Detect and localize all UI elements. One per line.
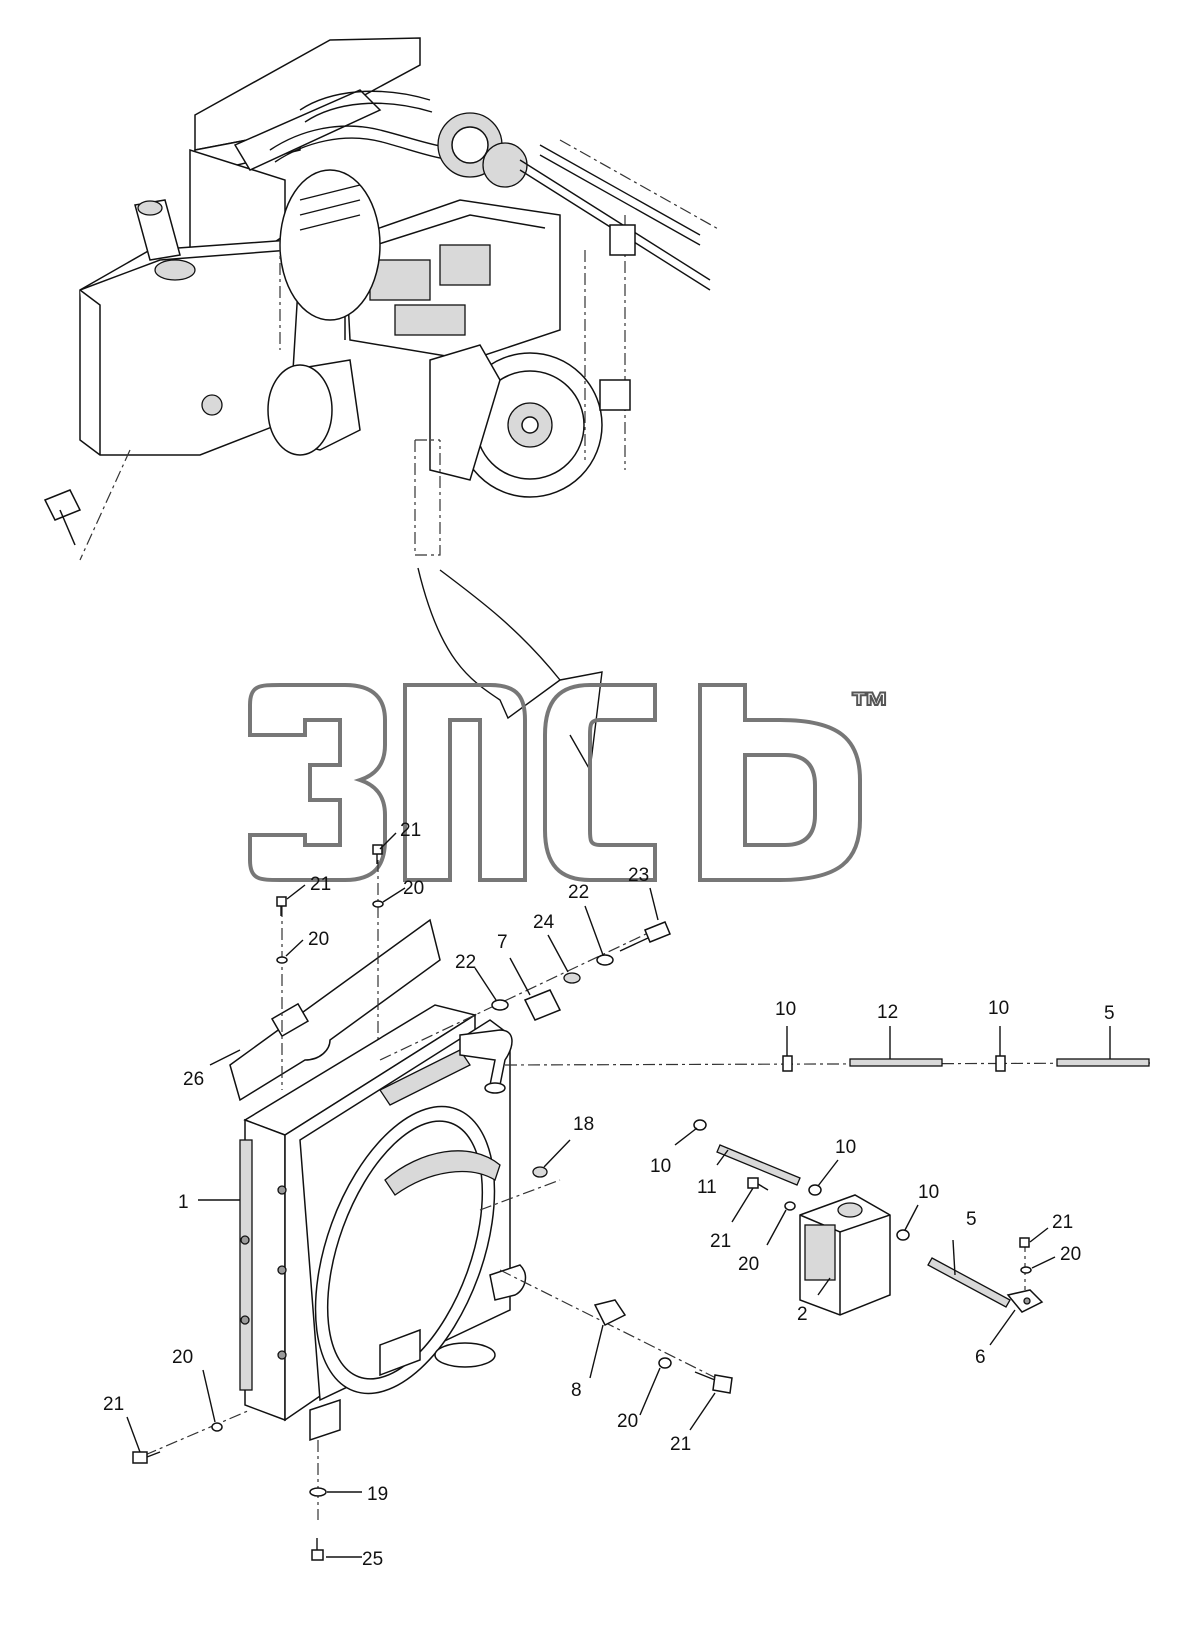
bolt-21-d <box>694 1371 733 1394</box>
engine-assembly-overview <box>43 37 721 561</box>
callout-22: 22 <box>568 882 589 903</box>
callout-2: 2 <box>797 1304 808 1325</box>
callout-21: 21 <box>670 1434 691 1455</box>
callout-20: 20 <box>738 1254 759 1275</box>
callout-10: 10 <box>918 1182 939 1203</box>
nut-18 <box>532 1166 548 1178</box>
washer-20-d <box>658 1357 672 1369</box>
bolt-21-f <box>1019 1237 1030 1248</box>
washer-20-f <box>1020 1266 1032 1274</box>
bolt-21-b <box>372 844 383 864</box>
hose-11 <box>716 1144 801 1186</box>
heat-shield-26 <box>229 860 441 1102</box>
bolt-21-a <box>276 896 287 916</box>
callout-21: 21 <box>710 1231 731 1252</box>
callout-18: 18 <box>573 1114 594 1135</box>
washer-20-b <box>372 900 384 908</box>
zoom-arrow <box>417 567 603 773</box>
callout-20: 20 <box>172 1347 193 1368</box>
callout-6: 6 <box>975 1347 986 1368</box>
callout-10: 10 <box>835 1137 856 1158</box>
callout-10: 10 <box>988 998 1009 1019</box>
clamp-10-c <box>693 1119 707 1131</box>
callout-22: 22 <box>455 952 476 973</box>
leader-lines <box>126 832 1111 1558</box>
clamp-10-e <box>896 1229 910 1241</box>
clamp-8 <box>593 1299 627 1327</box>
callout-20: 20 <box>617 1411 638 1432</box>
washer-20-c <box>211 1422 223 1432</box>
bracket-7 <box>523 989 562 1021</box>
callout-1: 1 <box>178 1192 189 1213</box>
callout-24: 24 <box>533 912 555 933</box>
radiator-assembly-1 <box>239 1004 527 1442</box>
bracket-6 <box>1006 1289 1044 1313</box>
callout-labels: 21 21 20 20 26 22 7 24 22 23 10 12 10 5 … <box>103 820 1115 1570</box>
washer-20-e <box>784 1201 796 1211</box>
callout-11: 11 <box>697 1177 717 1198</box>
watermark-logo: ™ <box>248 683 891 882</box>
clamp-10-b <box>995 1055 1006 1072</box>
washer-22-b <box>596 954 614 966</box>
bolt-21-e <box>747 1177 769 1191</box>
callout-5: 5 <box>1104 1003 1115 1024</box>
trademark-symbol: ™ <box>850 685 890 729</box>
hose-12 <box>849 1058 943 1067</box>
bolt-21-c <box>132 1451 161 1464</box>
washer-19 <box>309 1487 327 1497</box>
callout-10: 10 <box>650 1156 671 1177</box>
callout-21: 21 <box>1052 1212 1073 1233</box>
hose-5-b <box>927 1257 1011 1308</box>
washer-22-a <box>491 999 509 1011</box>
callout-8: 8 <box>571 1380 582 1401</box>
callout-20: 20 <box>403 878 424 899</box>
callout-20: 20 <box>308 929 329 950</box>
callout-19: 19 <box>367 1484 388 1505</box>
callout-25: 25 <box>362 1549 383 1570</box>
reservoir-2 <box>799 1194 891 1316</box>
callout-21: 21 <box>400 820 421 841</box>
washer-20-a <box>276 956 288 964</box>
bolt-25 <box>311 1538 324 1561</box>
callout-21: 21 <box>103 1394 124 1415</box>
bolt-23 <box>619 921 671 952</box>
callout-12: 12 <box>877 1002 898 1023</box>
nut-24 <box>563 972 581 984</box>
callout-26: 26 <box>183 1069 204 1090</box>
callout-23: 23 <box>628 865 649 886</box>
callout-10: 10 <box>775 999 796 1020</box>
callout-5: 5 <box>966 1209 977 1230</box>
callout-20: 20 <box>1060 1244 1081 1265</box>
callout-7: 7 <box>497 932 508 953</box>
clamp-10-d <box>808 1184 822 1196</box>
hose-5-a <box>1056 1058 1150 1067</box>
clamp-10-a <box>782 1055 793 1072</box>
callout-21: 21 <box>310 874 331 895</box>
